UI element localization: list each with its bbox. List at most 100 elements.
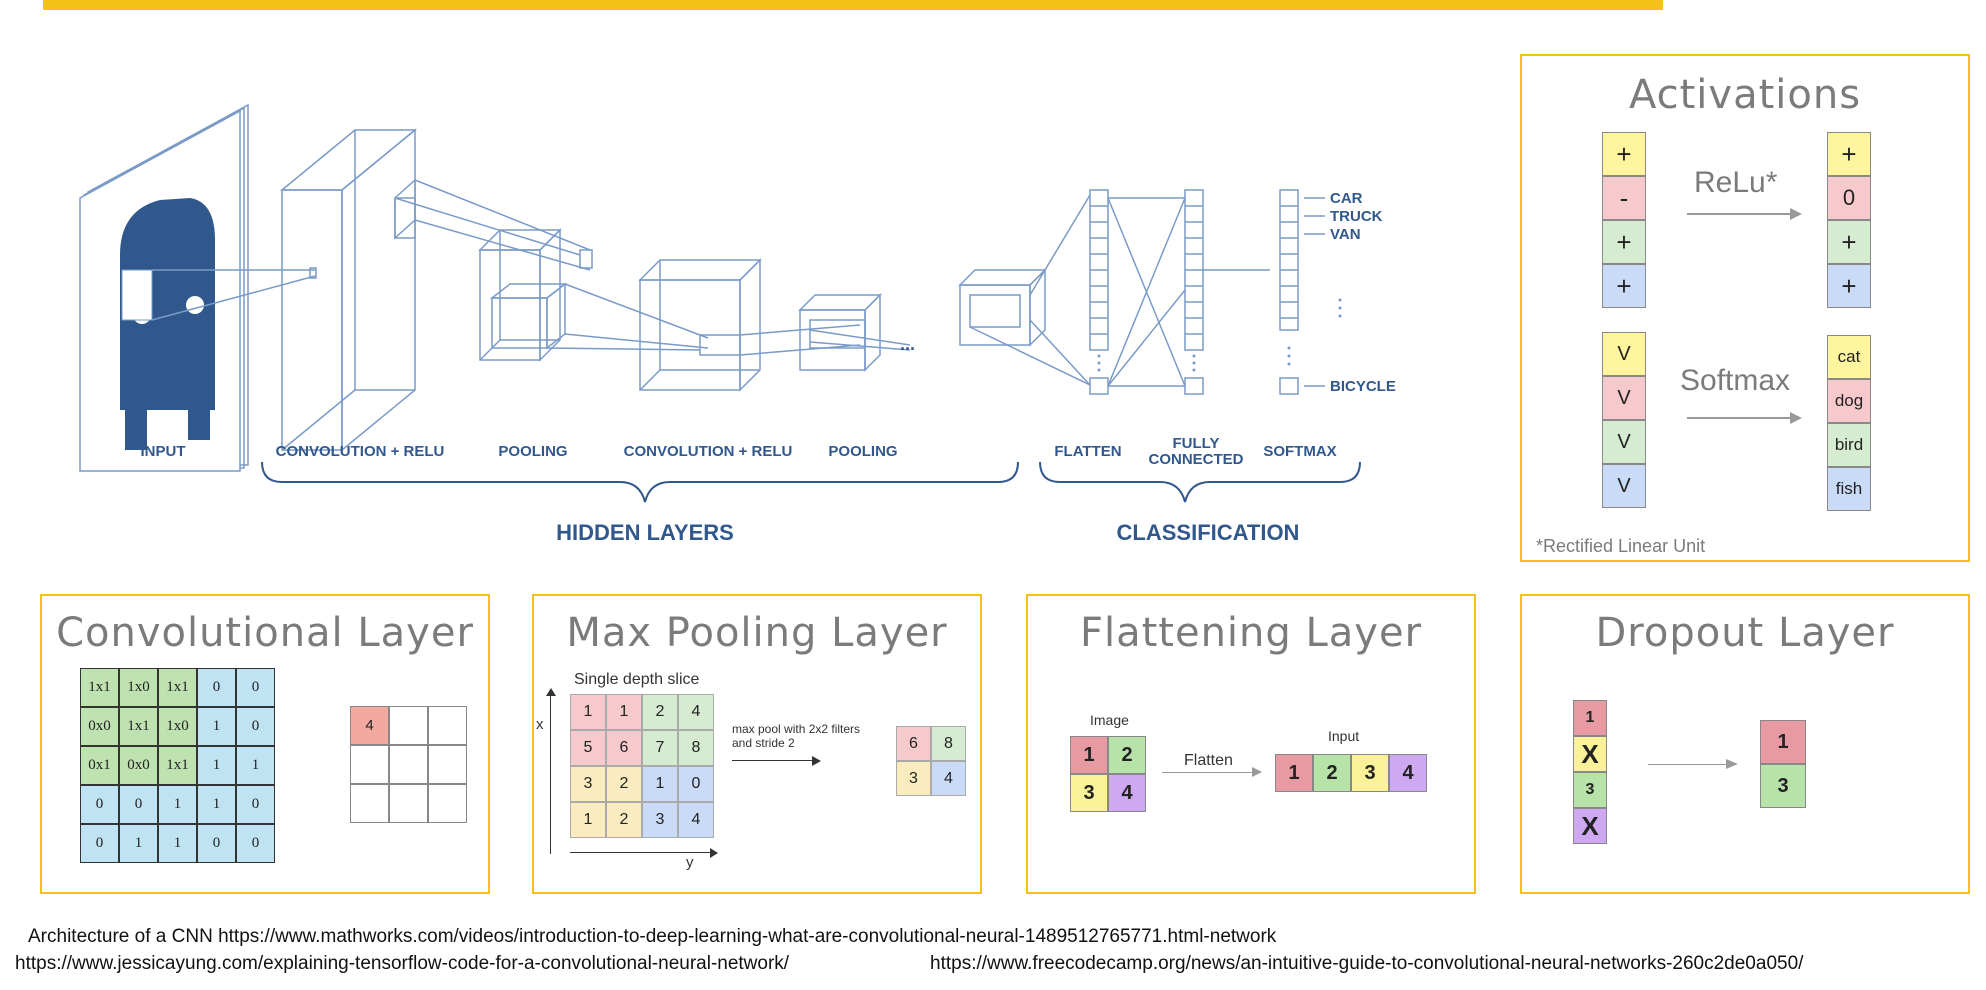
conv-input-cell: 1x1 bbox=[158, 746, 197, 785]
pool-input-cell: 3 bbox=[570, 766, 606, 802]
relu-in-cell: - bbox=[1602, 176, 1646, 220]
pool-input-cell: 6 bbox=[606, 730, 642, 766]
pool-result-cell: 3 bbox=[896, 761, 931, 796]
hidden-layers-brace bbox=[261, 461, 1019, 503]
pool-result-cell: 6 bbox=[896, 726, 931, 761]
image-cell: 3 bbox=[1070, 774, 1108, 812]
footer-line-1: Architecture of a CNN https://www.mathwo… bbox=[28, 926, 1277, 947]
softmax-out-cell: fish bbox=[1827, 467, 1871, 511]
pool-result-cell: 8 bbox=[931, 726, 966, 761]
pool-axis-y-label: y bbox=[686, 854, 694, 871]
conv-output-cell bbox=[350, 745, 389, 784]
conv-input-cell: 0x0 bbox=[119, 746, 158, 785]
input-cell: 1 bbox=[1275, 754, 1313, 792]
pool-note-line2: and stride 2 bbox=[732, 736, 795, 750]
pool-input-cell: 1 bbox=[570, 694, 606, 730]
relu-out-cell: + bbox=[1827, 132, 1871, 176]
pool-input-cell: 1 bbox=[642, 766, 678, 802]
top-accent-bar bbox=[43, 0, 1663, 10]
classification-label: CLASSIFICATION bbox=[1117, 520, 1300, 545]
dropout-cell-dropped: X bbox=[1573, 736, 1607, 772]
max-pooling-layer-title: Max Pooling Layer bbox=[566, 610, 948, 656]
pool-input-cell: 8 bbox=[678, 730, 714, 766]
hidden-layers-label: HIDDEN LAYERS bbox=[556, 520, 734, 545]
pool-x-axis-head bbox=[710, 848, 718, 858]
dropout-result-cell: 1 bbox=[1760, 720, 1806, 764]
conv-input-cell: 0 bbox=[119, 785, 158, 824]
softmax-in-cell: V bbox=[1602, 332, 1646, 376]
label-conv-relu-2: CONVOLUTION + RELU bbox=[624, 443, 793, 460]
conv-input-cell: 1 bbox=[158, 824, 197, 863]
flattening-layer-panel: Flattening Layer Image 1 2 3 4 Flatten I… bbox=[1026, 594, 1476, 894]
label-input: INPUT bbox=[141, 443, 186, 460]
flatten-arrow-head bbox=[1252, 767, 1262, 777]
relu-out-cell: + bbox=[1827, 220, 1871, 264]
conv-input-cell: 0x0 bbox=[80, 707, 119, 746]
fully-connected-column bbox=[1107, 189, 1270, 395]
conv-input-cell: 0 bbox=[236, 707, 275, 746]
conv-input-cell: 1 bbox=[197, 746, 236, 785]
softmax-in-cell: V bbox=[1602, 376, 1646, 420]
softmax-arrow bbox=[1687, 417, 1792, 419]
input-receptive-field bbox=[121, 269, 153, 321]
conv1-top bbox=[279, 129, 418, 191]
conv-input-cell: 1x1 bbox=[80, 668, 119, 707]
softmax-out-cell: dog bbox=[1827, 379, 1871, 423]
cnn-architecture-diagram: ... bbox=[40, 80, 1420, 580]
conv-input-cell: 0 bbox=[236, 824, 275, 863]
flatten-arrow-label: Flatten bbox=[1184, 752, 1233, 769]
image-cell: 2 bbox=[1108, 736, 1146, 774]
dropout-result-cell: 3 bbox=[1760, 764, 1806, 808]
footer-link-jessicayung[interactable]: https://www.jessicayung.com/explaining-t… bbox=[15, 953, 790, 974]
relu-out-cell: 0 bbox=[1827, 176, 1871, 220]
relu-footnote: *Rectified Linear Unit bbox=[1536, 536, 1706, 556]
conv-output-cell bbox=[428, 745, 467, 784]
conv-input-cell: 1 bbox=[119, 824, 158, 863]
conv-input-cell: 1 bbox=[197, 707, 236, 746]
image-label: Image bbox=[1090, 712, 1129, 728]
pool-input-cell: 1 bbox=[606, 694, 642, 730]
conv-input-cell: 0 bbox=[197, 824, 236, 863]
conv-output-cell bbox=[389, 745, 428, 784]
label-softmax: SOFTMAX bbox=[1263, 443, 1336, 460]
cnn-diagram-svg: ... bbox=[79, 103, 1396, 545]
pool-input-cell: 7 bbox=[642, 730, 678, 766]
conv-output-cell bbox=[389, 706, 428, 745]
conv-output-cell bbox=[428, 784, 467, 823]
single-depth-slice-label: Single depth slice bbox=[574, 671, 700, 688]
pool-arrow-head bbox=[812, 756, 821, 766]
footer-link-freecodecamp[interactable]: https://www.freecodecamp.org/news/an-int… bbox=[930, 953, 1804, 974]
vertical-ellipses bbox=[1097, 298, 1342, 372]
pool-y-axis bbox=[550, 694, 551, 854]
dropout-arrow-head bbox=[1726, 759, 1738, 769]
flattening-layer-title: Flattening Layer bbox=[1079, 610, 1423, 656]
output-label-truck: TRUCK bbox=[1330, 208, 1383, 225]
softmax-in-cell: V bbox=[1602, 420, 1646, 464]
conv-output-cell bbox=[350, 784, 389, 823]
conv-input-cell: 1 bbox=[236, 746, 275, 785]
activations-title: Activations bbox=[1628, 72, 1862, 118]
pool-arrow-line bbox=[732, 760, 812, 761]
pool-input-cell: 3 bbox=[642, 802, 678, 838]
conv-input-cell: 0 bbox=[80, 824, 119, 863]
relu-in-cell: + bbox=[1602, 264, 1646, 308]
flatten-column bbox=[1089, 189, 1109, 395]
label-conv-relu-1: CONVOLUTION + RELU bbox=[276, 443, 445, 460]
conv-input-cell: 1x0 bbox=[158, 707, 197, 746]
pool-result-cell: 4 bbox=[931, 761, 966, 796]
pool-input-cell: 1 bbox=[570, 802, 606, 838]
label-fully: FULLY bbox=[1173, 435, 1220, 452]
conv-input-cell: 1 bbox=[158, 785, 197, 824]
pool-input-cell: 2 bbox=[606, 766, 642, 802]
relu-arrow bbox=[1687, 213, 1792, 215]
input-cell: 2 bbox=[1313, 754, 1351, 792]
dropout-layer-panel: Dropout Layer 1 X 3 X 1 3 bbox=[1520, 594, 1970, 894]
label-pooling-1: POOLING bbox=[498, 443, 567, 460]
image-cell: 4 bbox=[1108, 774, 1146, 812]
pool-input-cell: 2 bbox=[606, 802, 642, 838]
